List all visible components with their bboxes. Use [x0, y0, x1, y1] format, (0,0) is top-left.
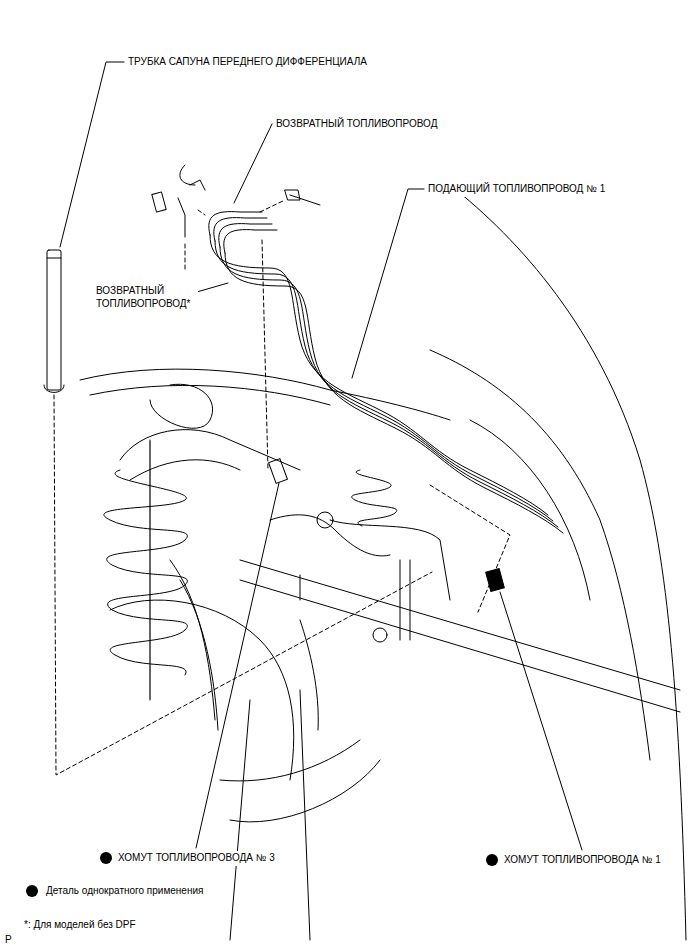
- part-label: ТРУБКА САПУНА ПЕРЕДНЕГО ДИФФЕРЕНЦИАЛА: [126, 55, 369, 70]
- fuel-line-bundle: [209, 212, 563, 533]
- leader-line: [60, 62, 124, 247]
- part-label: ВОЗВРАТНЫЙ ТОПЛИВОПРОВОД*: [94, 284, 198, 311]
- fender-outline: [450, 185, 686, 940]
- assembly-line: [185, 210, 268, 470]
- tie-rod: [270, 515, 390, 556]
- upper-arm: [120, 430, 300, 480]
- leader-line: [234, 124, 272, 203]
- bolt: [373, 628, 387, 642]
- hose: [300, 620, 318, 730]
- leader-line: [352, 189, 424, 378]
- brake-hose: [170, 560, 218, 730]
- figure-code: P: [3, 933, 14, 948]
- single-use-mark: [100, 852, 112, 864]
- part-label: ХОМУТ ТОПЛИВОПРОВОДА № 1: [502, 853, 663, 868]
- clamp-no1: [486, 569, 505, 592]
- crossmember: [90, 385, 330, 405]
- breather-clamp: [44, 258, 64, 393]
- assembly-line: [260, 200, 285, 212]
- hose-clamp: [285, 190, 320, 205]
- shock: [330, 520, 450, 640]
- assembly-line: [54, 395, 432, 775]
- leader-line: [196, 483, 279, 848]
- wheel-well-inner: [470, 420, 590, 600]
- frame-rail: [240, 560, 680, 712]
- leader-line: [500, 592, 582, 850]
- legend-text: Деталь однократного применения: [44, 884, 205, 899]
- breather-tube: [47, 250, 61, 390]
- single-use-mark: [486, 854, 498, 866]
- strut: [150, 440, 151, 700]
- return-pipe-end: [178, 198, 185, 237]
- coil-spring: [104, 470, 187, 675]
- part-label: ПОДАЮЩИЙ ТОПЛИВОПРОВОД № 1: [426, 182, 607, 197]
- mount: [150, 384, 213, 428]
- legend-symbol: [26, 885, 38, 897]
- part-label: ВОЗВРАТНЫЙ ТОПЛИВОПРОВОД: [274, 117, 439, 132]
- assembly-line: [430, 485, 510, 612]
- hose-end: [180, 165, 205, 190]
- hose-end: [152, 192, 166, 212]
- clamp-no3: [269, 459, 288, 484]
- part-label: ХОМУТ ТОПЛИВОПРОВОДА № 3: [116, 851, 277, 866]
- footnote: *: Для моделей без DPF: [22, 918, 138, 933]
- coil-spring: [352, 470, 397, 526]
- wheel-well: [430, 350, 650, 760]
- lower-arm: [220, 740, 380, 822]
- crossmember: [80, 369, 450, 420]
